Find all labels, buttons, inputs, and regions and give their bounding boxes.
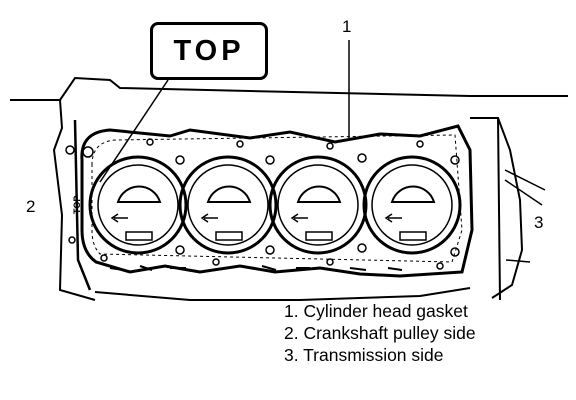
callout-number-2: 2	[26, 197, 35, 216]
valve-recesses	[125, 231, 427, 241]
piston-dome-3	[296, 185, 342, 203]
cylinder-bore-4	[362, 155, 462, 255]
transmission-ribs	[504, 169, 546, 263]
legend-item-crankshaft-pulley-side: 2. Crankshaft pulley side	[284, 323, 476, 343]
block-bottom-edge	[94, 287, 471, 301]
block-left-face	[73, 119, 92, 291]
top-callout-label: TOP	[173, 34, 245, 67]
cylinder-bore-3	[268, 155, 368, 255]
transmission-housing	[470, 117, 524, 299]
transmission-flange	[497, 117, 501, 301]
top-callout-leader	[99, 79, 169, 183]
gasket-inner-bead	[91, 134, 463, 263]
top-callout-box: TOP	[150, 22, 268, 80]
piston-dome-2	[206, 185, 252, 203]
bore-arrows	[110, 213, 402, 223]
callout-number-3: 3	[534, 213, 543, 232]
cylinder-bore-1	[88, 155, 188, 255]
legend: 1. Cylinder head gasket 2. Crankshaft pu…	[284, 300, 476, 366]
piston-dome-4	[390, 185, 436, 203]
cylinder-bore-2	[178, 155, 278, 255]
cylinder-bore-3-inner	[277, 164, 359, 246]
piston-dome-1	[116, 185, 162, 203]
water-jacket-marks	[109, 265, 403, 271]
legend-item-cylinder-head-gasket: 1. Cylinder head gasket	[284, 301, 468, 321]
gasket-top-stamp: TOP	[72, 196, 82, 214]
cylinder-bore-2-inner	[187, 164, 269, 246]
cylinder-bore-4-inner	[371, 164, 453, 246]
head-gasket-outline	[80, 124, 474, 278]
bolt-holes	[65, 138, 460, 270]
block-top-edge	[10, 76, 568, 101]
cylinder-bore-1-inner	[97, 164, 179, 246]
callout-number-1: 1	[342, 17, 351, 36]
block-rear-housing	[52, 99, 96, 301]
legend-item-transmission-side: 3. Transmission side	[284, 345, 444, 365]
